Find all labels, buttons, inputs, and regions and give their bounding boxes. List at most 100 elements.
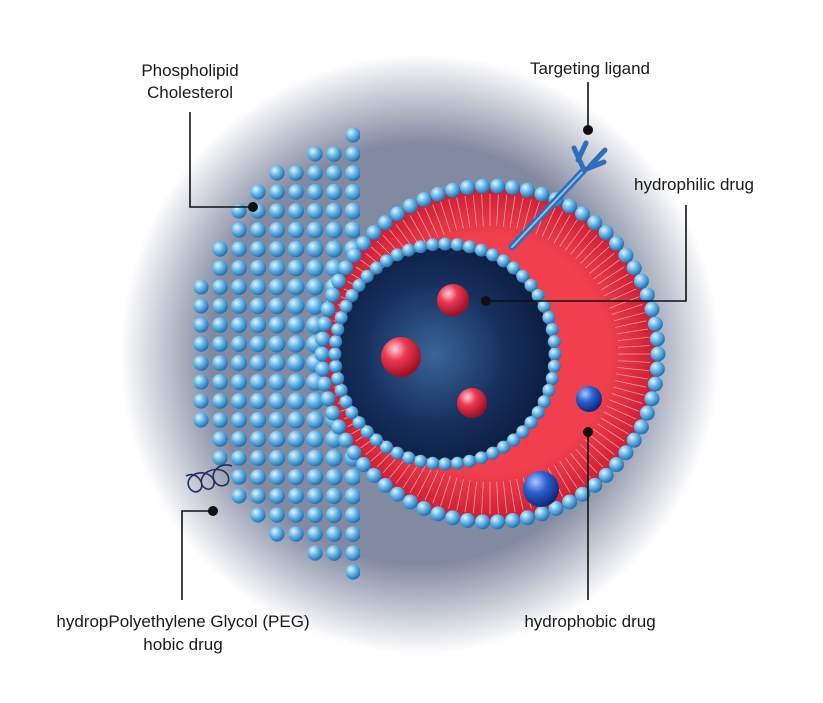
lipid-head-bead (231, 279, 247, 295)
inner-head (486, 248, 500, 262)
inner-head (345, 288, 359, 302)
outer-head (445, 510, 461, 526)
lipid-head-bead (344, 221, 360, 239)
inner-head (474, 243, 488, 257)
lipid-tail (580, 240, 604, 264)
outer-head (430, 186, 446, 202)
lipid-tail (597, 423, 625, 442)
lipid-head-bead (287, 487, 305, 505)
lipid-head-bead (249, 297, 267, 315)
lipid-tail (617, 336, 650, 342)
lipid-head-bead (231, 412, 247, 428)
lipid-head-bead (306, 430, 324, 448)
lipid-head-bead (212, 450, 228, 466)
lipid-head-bead (231, 450, 247, 466)
lipid-head-bead (287, 240, 305, 258)
outer-head (355, 235, 371, 251)
lipid-head-bead (268, 259, 286, 277)
lipid-head-bead (212, 260, 228, 276)
lipid-head-bead (268, 449, 286, 467)
outer-head (490, 178, 506, 194)
lipid-tail (564, 224, 585, 251)
lipid-head-bead (287, 278, 305, 296)
lipid-tail (432, 473, 445, 504)
lipid-head-bead (345, 165, 360, 181)
lipid-head-bead (230, 354, 248, 372)
lipid-tail (597, 266, 625, 285)
inner-head (450, 238, 464, 252)
lipid-tail (464, 195, 471, 228)
inner-head (548, 347, 562, 361)
lipid-head-bead (307, 545, 323, 561)
outer-head (317, 316, 333, 332)
lipid-head-bead (306, 392, 324, 410)
inner-head (360, 269, 374, 283)
hydrophilic-drug-3 (457, 388, 487, 418)
lipid-head-bead (325, 487, 343, 505)
lipid-head-bead (212, 431, 228, 447)
outer-head (649, 331, 665, 347)
lipid-head-bead (306, 259, 324, 277)
outer-head (325, 405, 341, 421)
outer-head-ring (314, 178, 666, 530)
outer-head (534, 506, 550, 522)
lipid-head-bead (268, 221, 286, 239)
lipid-head-bead (230, 297, 248, 315)
lipid-tail (570, 229, 592, 255)
outer-head (639, 287, 655, 303)
lipid-tail (613, 386, 645, 396)
lipid-head-bead (212, 374, 228, 390)
lipid-tail (600, 417, 629, 435)
lipid-tail (559, 461, 578, 489)
lipid-tail (424, 207, 439, 238)
lipid-head-bead (306, 411, 324, 429)
outer-head (598, 225, 614, 241)
lipid-tail (617, 345, 650, 348)
inner-head (516, 425, 530, 439)
lipid-head-bead (307, 146, 323, 162)
leader-hydrophilic (486, 205, 687, 302)
lipid-head-bead (249, 392, 267, 410)
lipid-head-bead (193, 393, 209, 409)
lipid-head-bead (306, 297, 324, 315)
lipid-head-bead (306, 449, 324, 467)
lipid-head-bead (269, 526, 285, 542)
lipid-head-bead (287, 335, 305, 353)
lipid-head-bead (250, 241, 266, 257)
outer-head (618, 445, 634, 461)
lipid-head-bead (287, 202, 305, 220)
label-phospholipid: Phospholipid (141, 61, 239, 80)
lipid-tail (440, 201, 451, 233)
label-peg-line1: hydropPolyethylene Glycol (PEG) (56, 612, 310, 631)
lipid-head-bead (288, 526, 304, 542)
hydrophobic-drug-2 (523, 471, 559, 507)
outer-head (650, 346, 666, 362)
inner-head (352, 416, 366, 430)
lipid-tail (611, 393, 643, 404)
inner-head (402, 451, 416, 465)
lipid-head-bead (212, 279, 228, 295)
lipid-head-bead (212, 412, 228, 428)
outer-head (633, 273, 649, 289)
inner-head (531, 406, 545, 420)
lipid-tail (575, 448, 598, 474)
inner-head (329, 359, 343, 373)
lipid-tail (603, 411, 633, 427)
lipid-head-bead (345, 564, 360, 580)
outer-head (346, 247, 362, 263)
lipid-head-bead (287, 449, 305, 467)
lipid-tail (456, 479, 464, 511)
lipid-head-bead (325, 468, 343, 486)
inner-head (426, 456, 440, 470)
outer-head (346, 445, 362, 461)
lipid-head-bead (193, 355, 209, 371)
outer-head (402, 494, 418, 510)
inner-head (497, 254, 511, 268)
lipid-head-bead (306, 468, 324, 486)
inner-head (331, 371, 345, 385)
outer-head (639, 405, 655, 421)
lipid-head-bead (249, 354, 267, 372)
lipid-tail (516, 197, 524, 229)
lipid-head-bead (268, 297, 286, 315)
lipid-tail (575, 234, 598, 260)
